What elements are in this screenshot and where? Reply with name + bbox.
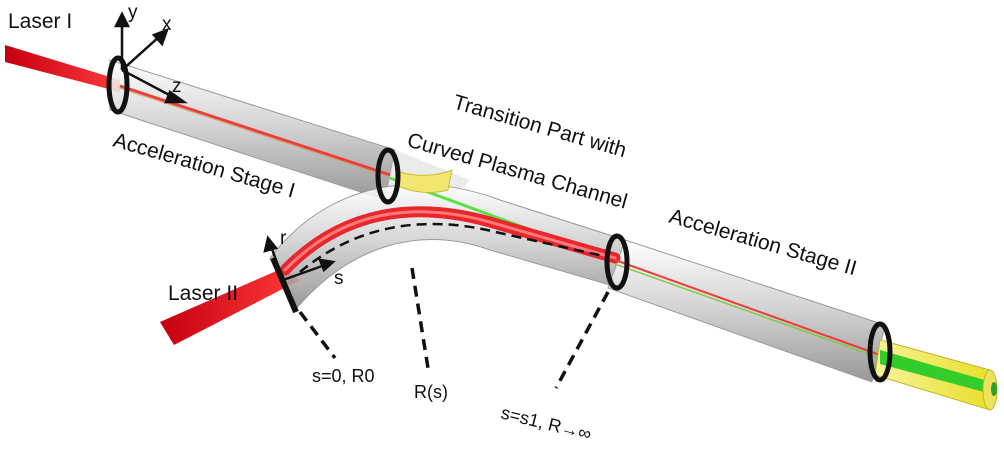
stage2-green-line: [614, 263, 881, 359]
stage2-red-line: [614, 259, 881, 356]
label-radius: R(s): [414, 382, 448, 402]
coordinate-axes: [113, 11, 188, 104]
label-axis-s: s: [334, 268, 344, 289]
dash-end: [554, 291, 610, 389]
ring-stage1-exit: [375, 147, 401, 205]
yellow-stub: [397, 169, 453, 194]
label-axis-z: z: [172, 76, 182, 97]
label-start-point: s=0, R0: [312, 366, 375, 386]
output-green-cone: [880, 350, 995, 395]
label-laser1: Laser I: [8, 10, 72, 33]
ring-stage2-entry: [604, 233, 630, 291]
output-green-end: [991, 382, 997, 396]
label-axis-y: y: [128, 2, 138, 23]
trajectory-dashed: [299, 222, 609, 273]
laser1-inner: [119, 84, 391, 177]
dash-start: [298, 310, 337, 360]
ring-laser2-entry: [270, 256, 299, 314]
dash-radius: [410, 267, 430, 369]
label-axis-r: r: [280, 228, 287, 249]
laser2-inner-glow: [283, 210, 617, 272]
label-axis-x: x: [162, 14, 172, 35]
laser2-beam: [160, 268, 300, 345]
label-end-point: s=s1, R→∞: [499, 402, 594, 444]
label-laser2: Laser II: [168, 282, 238, 305]
laser1-beam: [5, 45, 120, 92]
rs-axes: [263, 235, 336, 282]
ring-stage2-exit: [867, 321, 893, 383]
output-yellow-end: [982, 369, 998, 411]
ring-stage1-entry: [106, 55, 130, 115]
